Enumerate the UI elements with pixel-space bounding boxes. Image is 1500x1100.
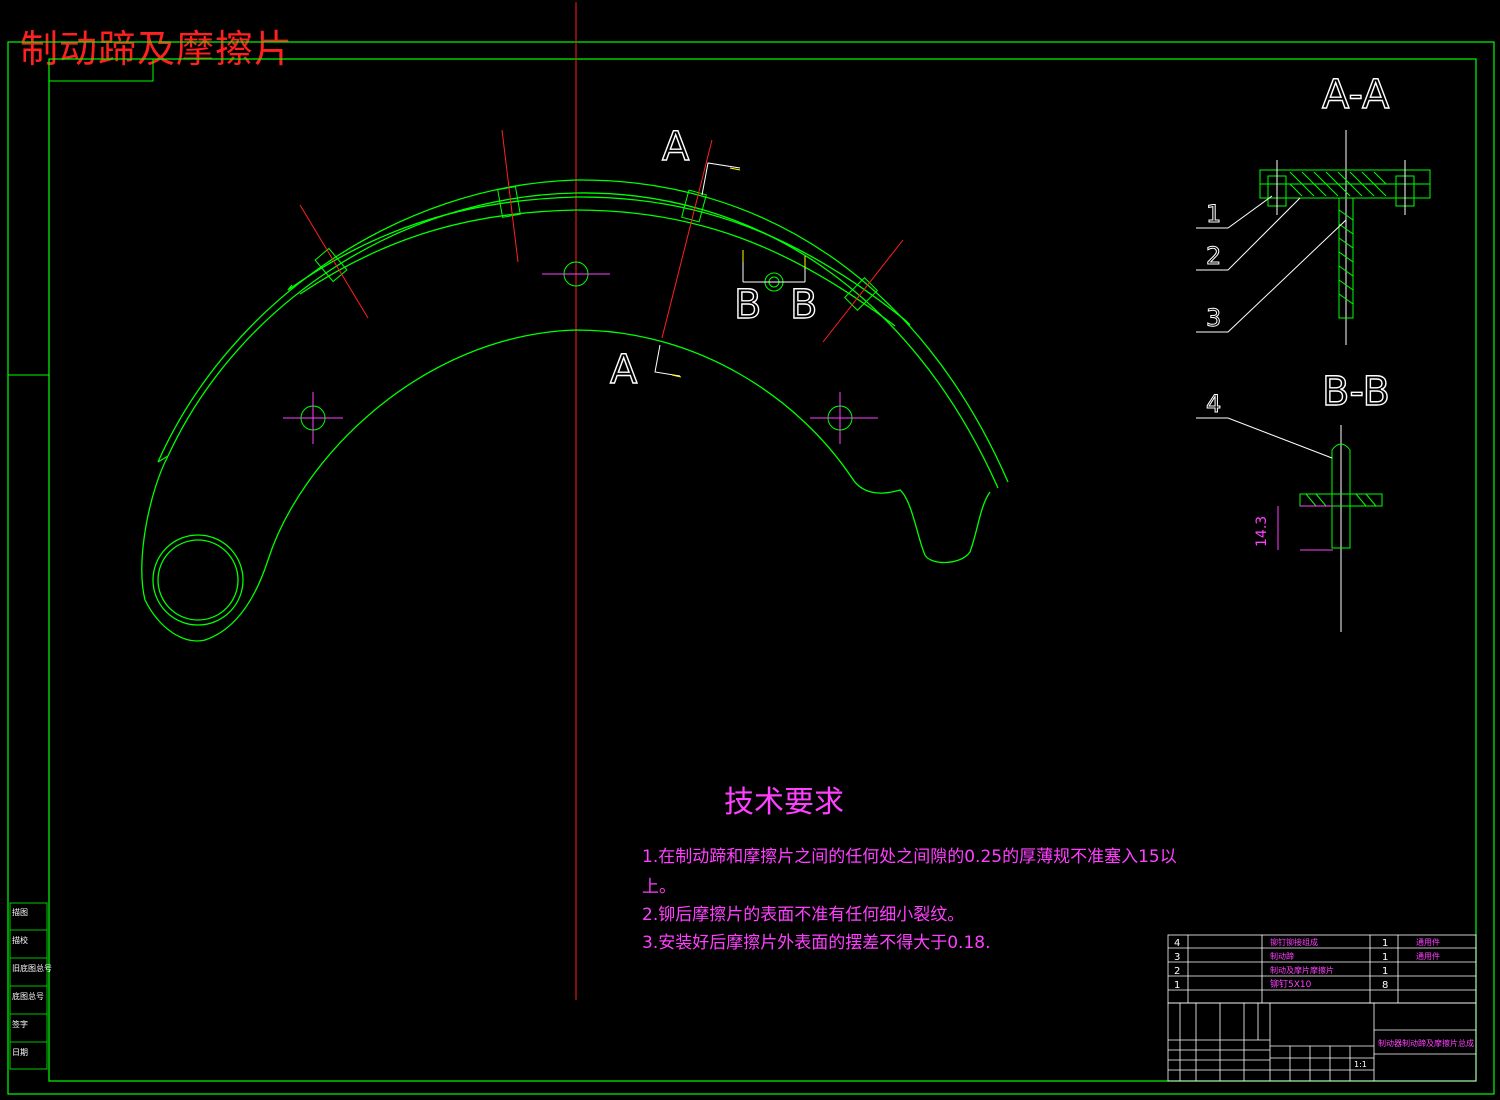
callout-1: 1: [1206, 200, 1221, 228]
brake-shoe-main-view: [141, 179, 1009, 642]
dimension-14-3: 14.3: [1254, 516, 1270, 547]
tech-req-item: 上。: [642, 877, 676, 897]
section-labels: A A B B A-A B-B: [609, 71, 1390, 415]
callout-4: 4: [1206, 390, 1221, 418]
shoe-rim-inner: [299, 209, 896, 327]
shoe-rim-outer: [287, 196, 906, 321]
tech-req-item: 3.安装好后摩擦片外表面的摆差不得大于0.18.: [642, 933, 990, 953]
bom-rows: 4 铆钉铆接组成 1 通用件 3 制动蹄 1 通用件 2 制动及摩片摩擦片 1 …: [1174, 937, 1440, 991]
left-strip-label: 描图: [12, 907, 28, 917]
lining-inner-arc: [167, 192, 999, 489]
bom-row-name: 制动蹄: [1270, 951, 1294, 961]
tech-req-items: 1.在制动蹄和摩擦片之间的任何处之间隙的0.25的厚薄规不准塞入15以 上。 2…: [642, 847, 1177, 953]
shoe-web-outline: [141, 329, 991, 642]
left-strip-label: 旧底图总号: [12, 963, 52, 973]
bom-row-no: 4: [1174, 938, 1180, 949]
section-view-aa: [1259, 130, 1431, 345]
pivot-hole-inner: [157, 539, 239, 621]
label-b-right: B: [790, 282, 817, 328]
left-strip-label: 底图总号: [12, 991, 44, 1001]
left-strip-label: 签字: [12, 1019, 28, 1029]
left-strip: [9, 902, 48, 1070]
label-view-bb: B-B: [1322, 369, 1390, 415]
label-view-aa: A-A: [1322, 72, 1390, 118]
bom-row-note: 通用件: [1416, 937, 1440, 947]
bom-row-note: 通用件: [1416, 951, 1440, 961]
callout-leaders: [1196, 195, 1347, 459]
callout-2: 2: [1206, 242, 1221, 270]
bom-row-qty: 1: [1382, 966, 1388, 977]
bom-row-no: 1: [1174, 980, 1180, 991]
label-b-left: B: [734, 282, 761, 328]
hole-center-marks: [283, 261, 878, 444]
left-strip-label: 描校: [12, 935, 28, 945]
pivot-hole-outer: [152, 534, 244, 626]
left-strip-label: 日期: [12, 1048, 28, 1057]
bom-row-name: 铆钉5X10: [1270, 978, 1312, 990]
lining-outer-arc: [157, 179, 1009, 483]
bom-table: [1167, 934, 1477, 1004]
label-a-bottom: A: [610, 347, 638, 393]
label-a-top: A: [662, 124, 690, 170]
bom-row-qty: 1: [1382, 938, 1388, 949]
drawing-title: 制动蹄及摩擦片: [20, 27, 294, 71]
bom-row-name: 制动及摩片摩擦片: [1270, 965, 1334, 975]
title-block: [1167, 1002, 1477, 1082]
inner-frame: [48, 58, 1477, 1082]
bom-row-qty: 8: [1382, 980, 1388, 991]
bb-section-marker: [742, 250, 806, 292]
tech-req-item: 1.在制动蹄和摩擦片之间的任何处之间隙的0.25的厚薄规不准塞入15以: [642, 847, 1177, 867]
tech-req-heading: 技术要求: [724, 785, 844, 820]
corner-code-box: [48, 58, 154, 82]
callout-numbers: 1 2 3 4: [1206, 200, 1222, 419]
rivet-centerlines: [299, 129, 904, 343]
bom-row-no: 2: [1174, 966, 1180, 977]
outer-frame: [7, 41, 1495, 1095]
section-view-bb: [1277, 425, 1383, 632]
bom-row-no: 3: [1174, 952, 1180, 963]
bom-row-qty: 1: [1382, 952, 1388, 963]
rivet-marks: [314, 186, 878, 311]
callout-3: 3: [1206, 304, 1221, 332]
title-block-drawing-name: 制动器制动蹄及摩擦片总成: [1378, 1038, 1474, 1048]
tech-req-item: 2.铆后摩擦片的表面不准有任何细小裂纹。: [642, 905, 964, 925]
title-block-scale: 1:1: [1354, 1060, 1367, 1069]
left-strip-labels: 描图 描校 旧底图总号 底图总号 签字 日期: [12, 907, 52, 1057]
bom-row-name: 铆钉铆接组成: [1270, 937, 1318, 947]
aa-section-arrows: [654, 162, 741, 378]
